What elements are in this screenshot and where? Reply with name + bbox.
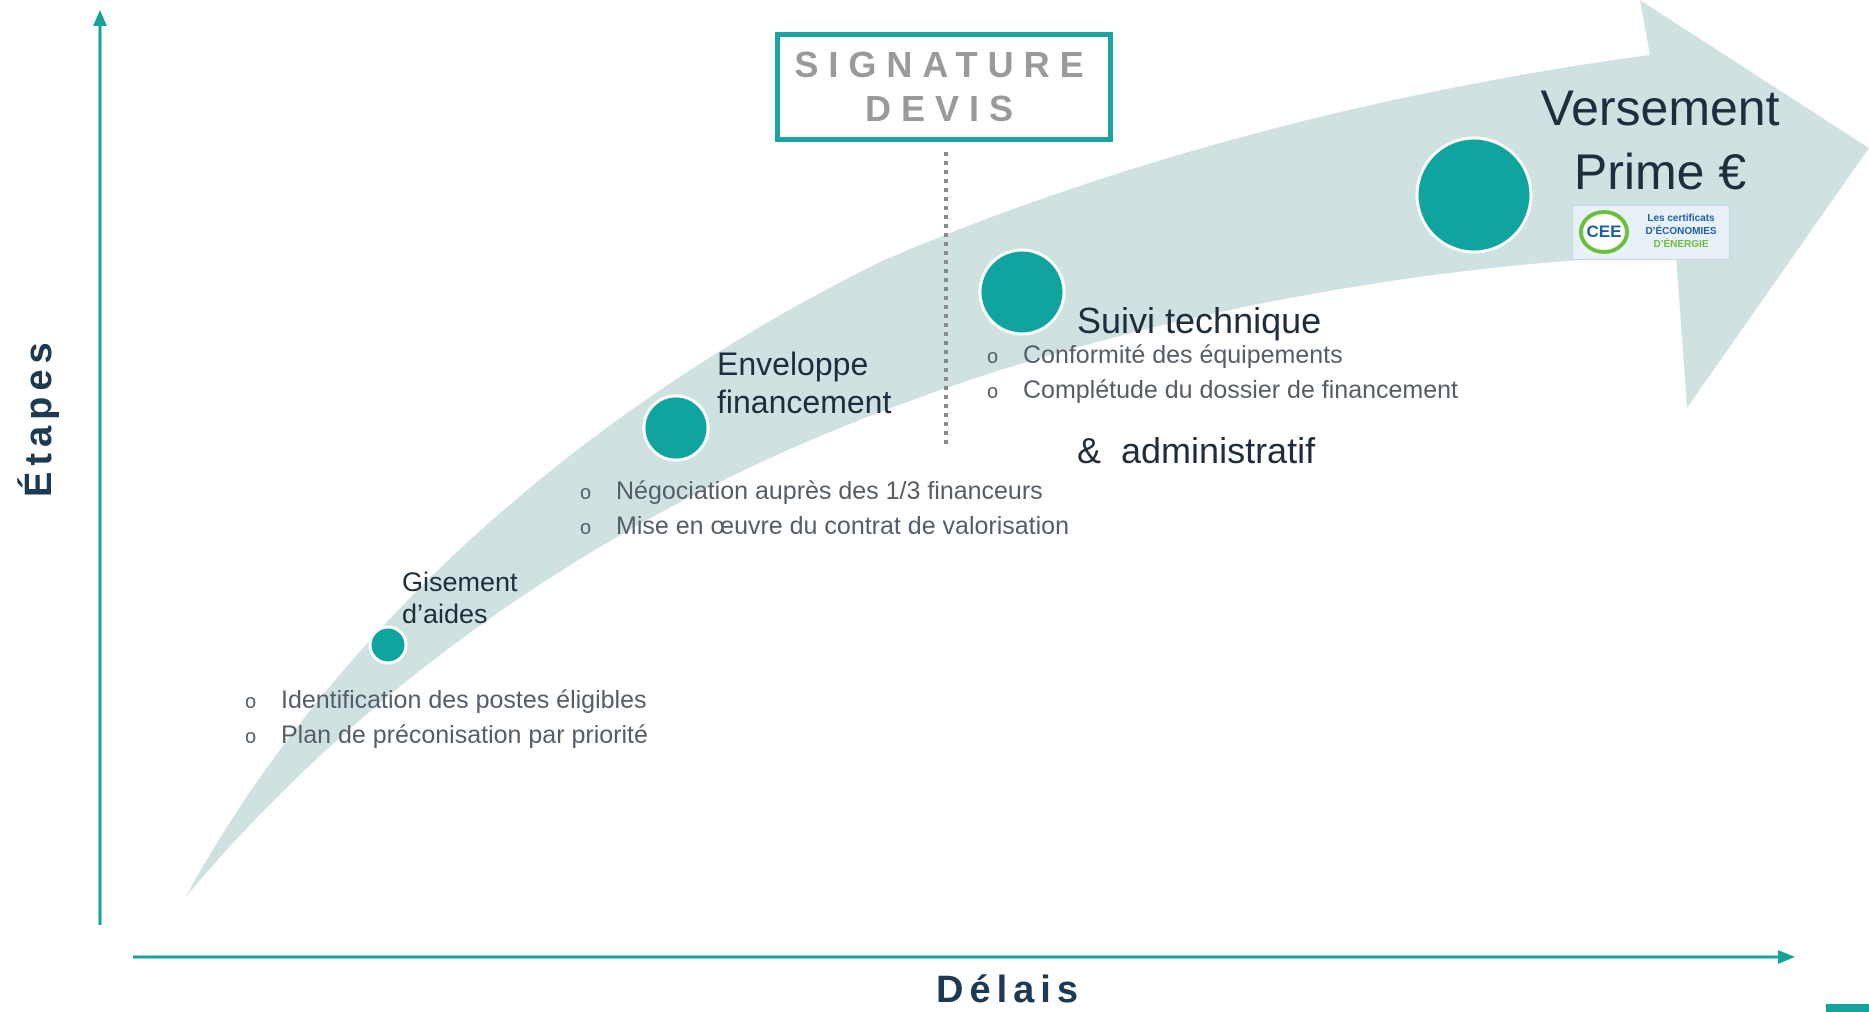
cee-line3: D’ÉNERGIE [1653, 239, 1709, 250]
stage-title-line: Versement [1540, 80, 1780, 136]
x-axis-label: Délais [936, 969, 1084, 1011]
stage-title-gisement: Gisement d’aides [402, 566, 518, 631]
stage-title-line: Gisement [402, 567, 518, 597]
bullet-item: Plan de préconisation par priorité [245, 718, 648, 753]
stage-title-line: & administratif [1077, 429, 1316, 471]
cee-line2: D’ÉCONOMIES [1645, 226, 1717, 237]
stage-marker-suivi [978, 248, 1066, 336]
signature-line1: SIGNATURE [794, 44, 1094, 85]
bullet-item: Négociation auprès des 1/3 financeurs [580, 474, 1069, 509]
stage-title-line: financement [717, 384, 892, 421]
stage-title-line: Enveloppe [717, 346, 869, 382]
stage-title-line: Prime € [1573, 144, 1747, 200]
stage-bullets-suivi: Conformité des équipements Complétude du… [987, 338, 1458, 408]
stage-marker-enveloppe [642, 394, 710, 462]
cee-line1: Les certificats [1647, 213, 1715, 224]
signature-line2: DEVIS [864, 88, 1024, 129]
stage-title-versement: Versement Prime € [1520, 76, 1800, 204]
stage-title-line: d’aides [402, 599, 488, 630]
cee-logo: CEE Les certificats D’ÉCONOMIES D’ÉNERGI… [1572, 205, 1730, 260]
x-axis-arrowhead [1778, 950, 1795, 964]
y-axis-label: Étapes [18, 336, 60, 497]
stage-title-line: Suivi technique [1077, 300, 1322, 342]
stage-marker-gisement [368, 625, 408, 665]
bullet-item: Mise en œuvre du contrat de valorisation [580, 509, 1069, 544]
y-axis-arrowhead [93, 10, 107, 26]
stage-title-suivi: Suivi technique & administratif [1077, 213, 1321, 559]
cee-badge-icon: CEE [1579, 210, 1629, 254]
bullet-item: Conformité des équipements [987, 338, 1458, 373]
bullet-item: Identification des postes éligibles [245, 683, 648, 718]
stage-marker-versement [1415, 136, 1533, 254]
stage-title-enveloppe: Enveloppe financement [717, 345, 891, 422]
stage-bullets-gisement: Identification des postes éligibles Plan… [245, 683, 648, 753]
cee-logo-text: Les certificats D’ÉCONOMIES D’ÉNERGIE [1635, 212, 1727, 251]
stage-bullets-enveloppe: Négociation auprès des 1/3 financeurs Mi… [580, 474, 1069, 544]
signature-devis-box: SIGNATURE DEVIS [775, 32, 1113, 142]
bullet-item: Complétude du dossier de financement [987, 373, 1458, 408]
corner-accent [1826, 1004, 1869, 1012]
